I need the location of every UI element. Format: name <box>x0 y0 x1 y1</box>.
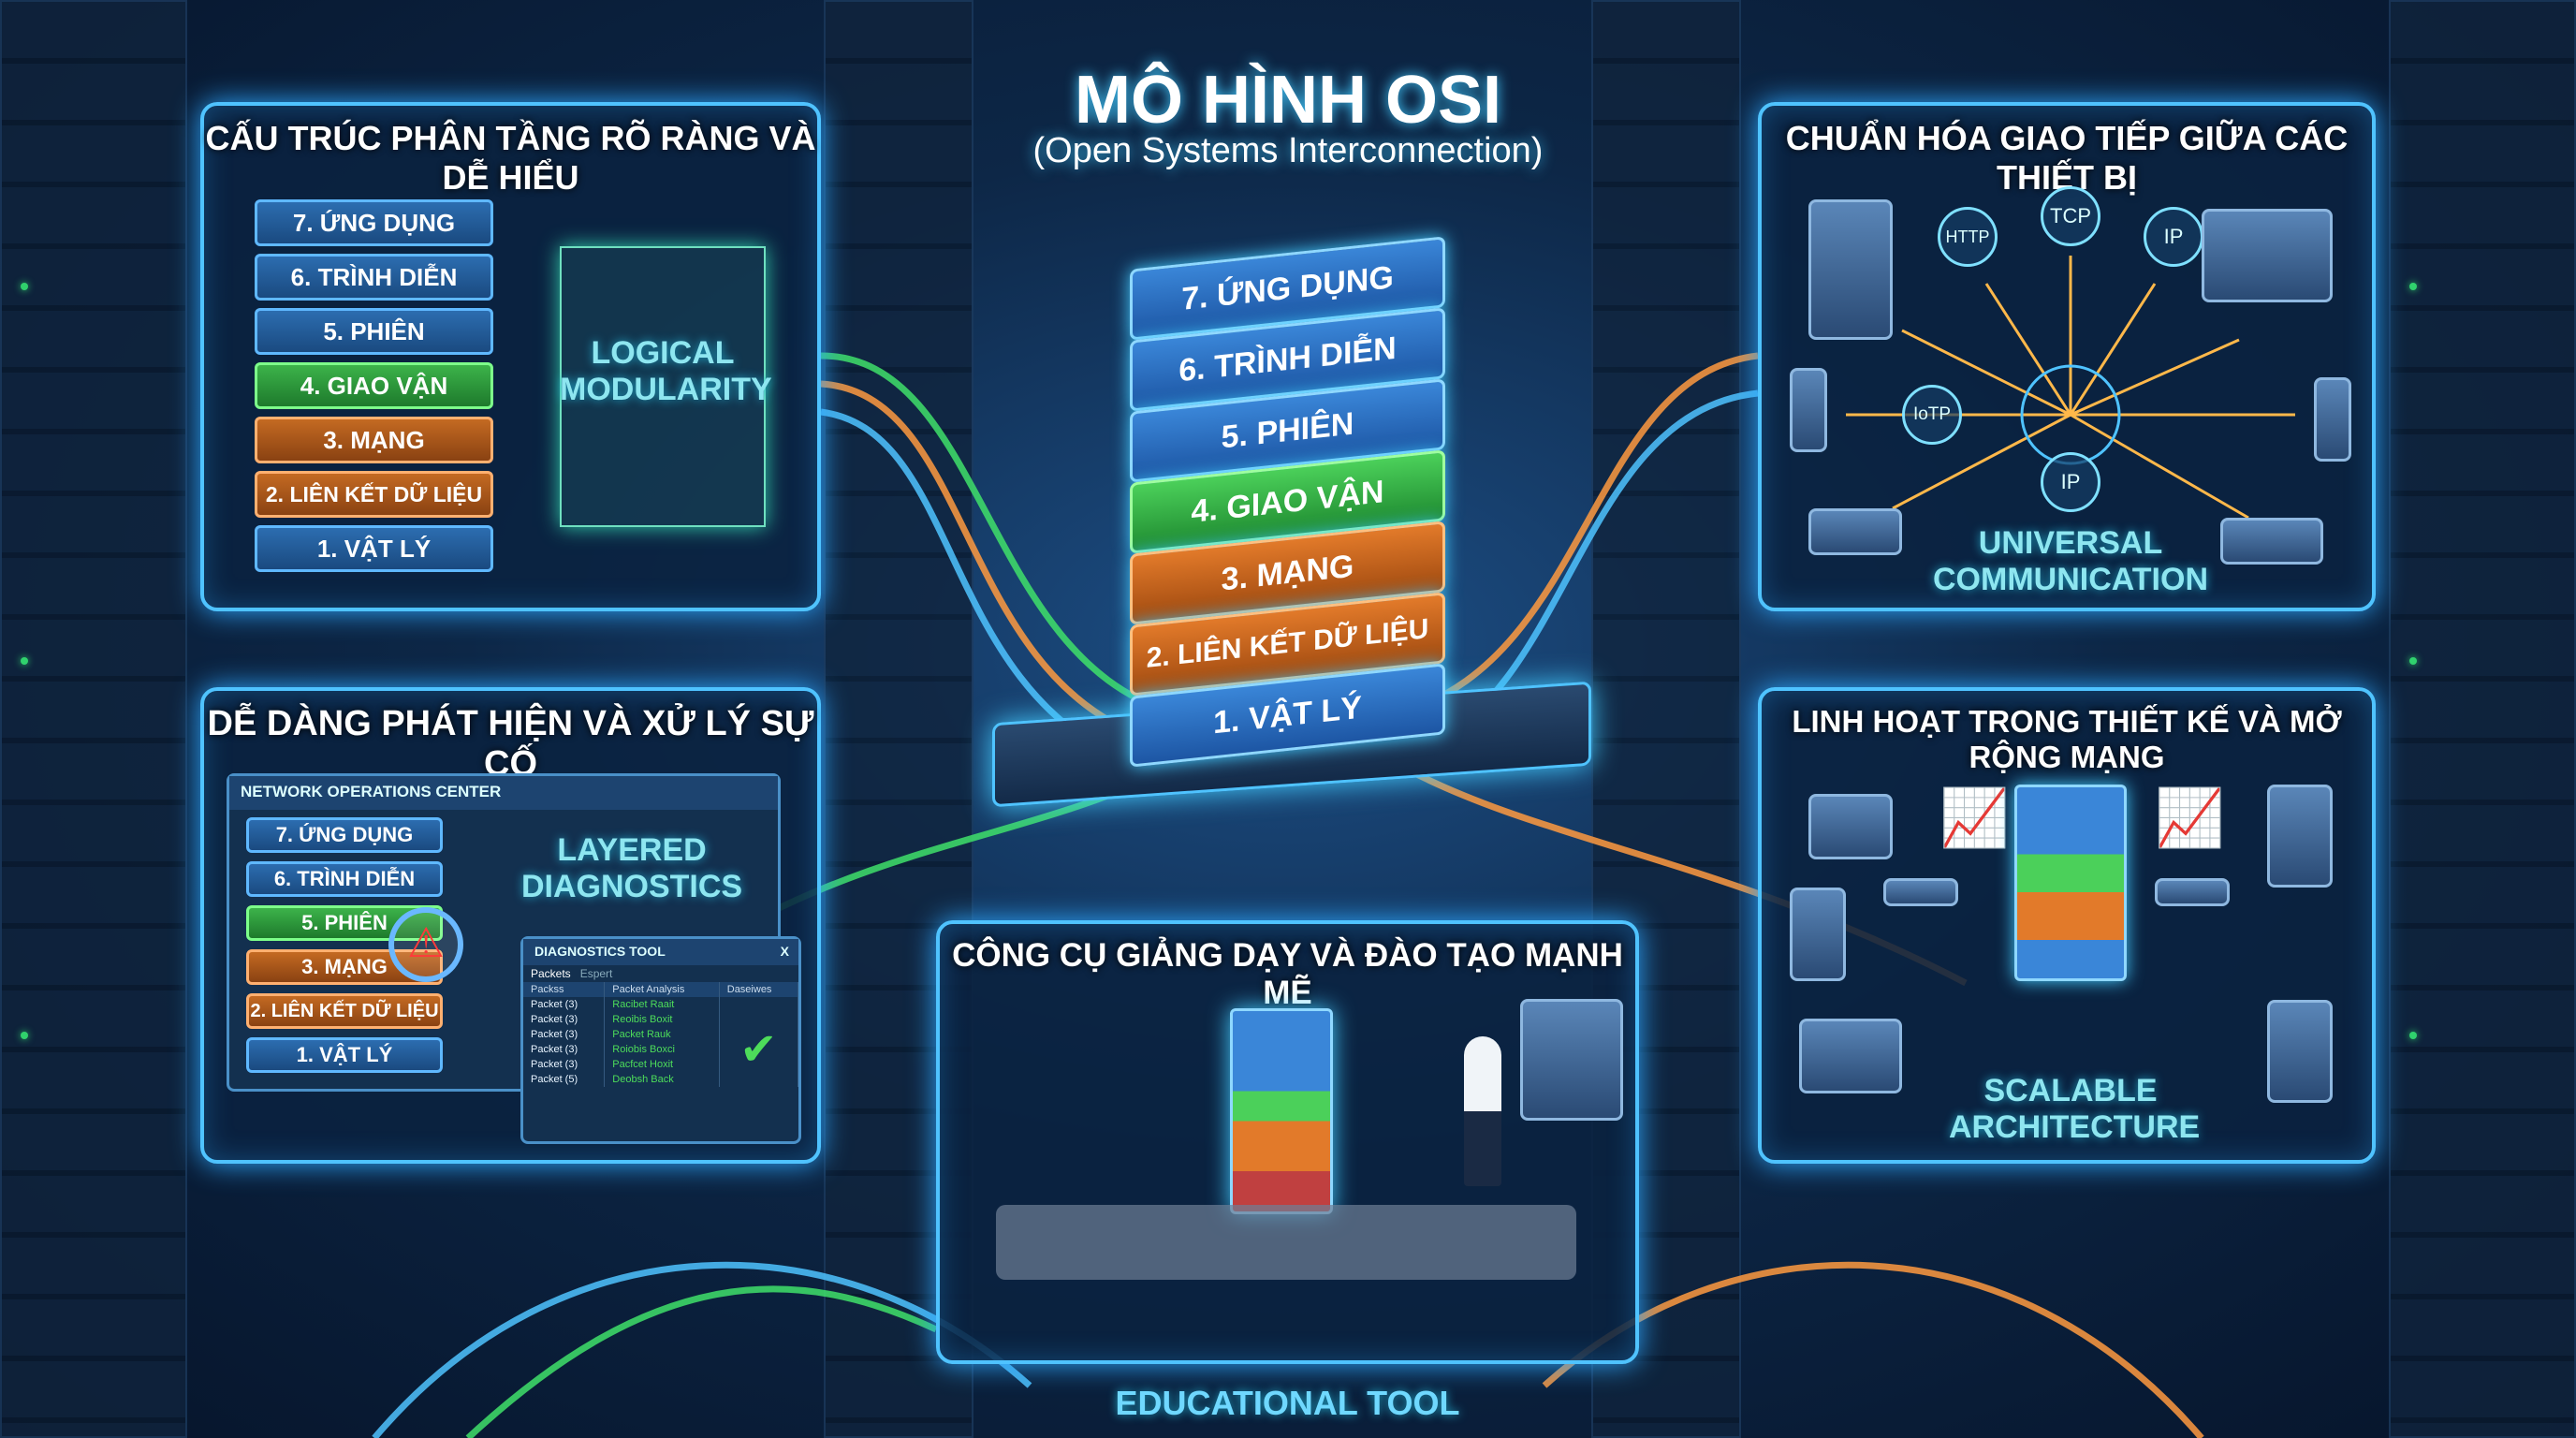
layer-7: 7. ỨNG DỤNG <box>255 199 493 246</box>
packet-cell: Packet (3) <box>523 1042 606 1057</box>
panel-label: LAYERED DIAGNOSTICS <box>520 832 743 904</box>
diag-layer-7: 7. ỨNG DỤNG <box>246 817 443 853</box>
analysis-cell: Pacfcet Hoxit <box>604 1057 720 1072</box>
column-header: Daseiwes <box>719 982 799 997</box>
layer-6: 6. TRÌNH DIỄN <box>255 254 493 301</box>
layer-3: 3. MẠNG <box>255 417 493 463</box>
instructor-figure <box>1464 1036 1501 1186</box>
server-icon <box>1808 199 1893 340</box>
panel-label: UNIVERSAL COMMUNICATION <box>1933 525 2208 597</box>
switch-icon <box>1883 878 1958 906</box>
close-icon[interactable]: X <box>780 944 789 959</box>
diag-layer-1: 1. VẬT LÝ <box>246 1037 443 1073</box>
panel-flexible: LINH HOẠT TRONG THIẾT KẾ VÀ MỞ RỘNG MẠNG… <box>1758 687 2376 1164</box>
tool-title: DIAGNOSTICS TOOL <box>534 944 666 959</box>
protocol-node-iotp: IoTP <box>1902 385 1962 445</box>
panel-diagnostics: DỄ DÀNG PHÁT HIỆN VÀ XỬ LÝ SỰ CỐ NETWORK… <box>200 687 821 1164</box>
education-label: EDUCATIONAL TOOL <box>1115 1384 1460 1422</box>
router-icon <box>2220 518 2323 565</box>
classroom-table <box>996 1205 1576 1280</box>
packet-cell: Packet (3) <box>523 1012 606 1027</box>
table-row[interactable]: Packet (3)Racibet Raait <box>523 997 799 1012</box>
analysis-cell: Deobsh Back <box>604 1072 720 1087</box>
server-rack <box>1591 0 1741 1438</box>
table-row[interactable]: Packet (3)Pacfcet Hoxit <box>523 1057 798 1072</box>
panel-title: CẤU TRÚC PHÂN TẦNG RÕ RÀNG VÀ DỄ HIỂU <box>205 119 816 197</box>
packet-cell: Packet (3) <box>523 1057 606 1072</box>
panel-title: CÔNG CỤ GIẢNG DẠY VÀ ĐÀO TẠO MẠNH MẼ <box>952 937 1623 1011</box>
laptop-icon <box>1799 1019 1902 1093</box>
layer-4: 4. GIAO VẬN <box>255 362 493 409</box>
noc-window-title: NETWORK OPERATIONS CENTER <box>229 776 778 810</box>
check-icon: ✔ <box>719 1012 799 1087</box>
analysis-cell: Packet Rauk <box>604 1027 720 1042</box>
switch-icon <box>2155 878 2230 906</box>
column-header: Packss <box>523 982 606 997</box>
panel-title: LINH HOẠT TRONG THIẾT KẾ VÀ MỞ RỘNG MẠNG <box>1792 704 2342 774</box>
phone-icon <box>1790 368 1827 452</box>
analysis-cell: Roiobis Boxci <box>604 1042 720 1057</box>
table-row[interactable]: Packet (5)Deobsh Back <box>523 1072 798 1087</box>
server-icon <box>1790 888 1846 981</box>
analysis-cell: Racibet Raait <box>604 997 720 1012</box>
display-screen-icon <box>1520 999 1623 1121</box>
layer-2: 2. LIÊN KẾT DỮ LIỆU <box>255 471 493 518</box>
page-title: MÔ HÌNH OSI <box>1074 63 1501 138</box>
modularity-cube <box>560 246 766 527</box>
table-row[interactable]: Packet (3)Packet Rauk <box>523 1027 798 1042</box>
layer-5: 5. PHIÊN <box>255 308 493 355</box>
column-header: Packet Analysis <box>604 982 720 997</box>
classroom-stack <box>1230 1008 1333 1214</box>
server-rack <box>2389 0 2576 1438</box>
mini-osi-stack <box>2014 785 2127 981</box>
tab-espert[interactable]: Espert <box>579 967 613 980</box>
table-row[interactable]: Packet (3)Roiobis Boxci <box>523 1042 798 1057</box>
panel-label: LOGICAL MODULARITY <box>560 335 772 407</box>
protocol-node-ip: IP <box>2144 207 2203 267</box>
diag-layer-6: 6. TRÌNH DIỄN <box>246 861 443 897</box>
protocol-node-tcp: TCP <box>2041 186 2100 246</box>
table-row[interactable]: Packet (3)Reoibis Boxit✔ <box>523 1012 799 1087</box>
protocol-node-http: HTTP <box>1938 207 1998 267</box>
chart-up-icon: 📈 <box>2155 786 2225 849</box>
analysis-cell: Reoibis Boxit <box>604 1012 720 1027</box>
page-subtitle: (Open Systems Interconnection) <box>1032 131 1544 170</box>
packet-cell: Packet (5) <box>523 1072 606 1087</box>
communication-arrows <box>1846 256 2295 520</box>
phone-icon <box>2314 377 2351 462</box>
empty-cell <box>719 997 799 1012</box>
tab-packets[interactable]: Packets <box>531 967 571 980</box>
panel-structure: CẤU TRÚC PHÂN TẦNG RÕ RÀNG VÀ DỄ HIỂU 7.… <box>200 102 821 611</box>
warning-magnifier-icon: ⚠ <box>388 907 463 982</box>
server-rack <box>0 0 187 1438</box>
protocol-node-ip-wireless: IP <box>2041 452 2100 512</box>
panel-label: SCALABLE ARCHITECTURE <box>1949 1073 2201 1145</box>
server-cluster-icon <box>1808 794 1893 859</box>
diag-layer-2: 2. LIÊN KẾT DỮ LIỆU <box>246 993 443 1029</box>
tool-tabs: Packets Espert <box>523 965 798 982</box>
packet-cell: Packet (3) <box>523 1027 606 1042</box>
chart-up-icon: 📈 <box>1939 786 2010 849</box>
packet-cell: Packet (3) <box>523 997 606 1012</box>
laptop-icon <box>2202 209 2333 302</box>
panel-standard: CHUẨN HÓA GIAO TIẾP GIỮA CÁC THIẾT BỊ HT… <box>1758 102 2376 611</box>
panel-education: CÔNG CỤ GIẢNG DẠY VÀ ĐÀO TẠO MẠNH MẼ <box>936 920 1639 1364</box>
server-icon <box>2267 785 2333 888</box>
tool-window-title: DIAGNOSTICS TOOL X <box>523 939 798 965</box>
layer-1: 1. VẬT LÝ <box>255 525 493 572</box>
server-icon <box>2267 1000 2333 1103</box>
iot-hub-icon <box>1808 508 1902 555</box>
